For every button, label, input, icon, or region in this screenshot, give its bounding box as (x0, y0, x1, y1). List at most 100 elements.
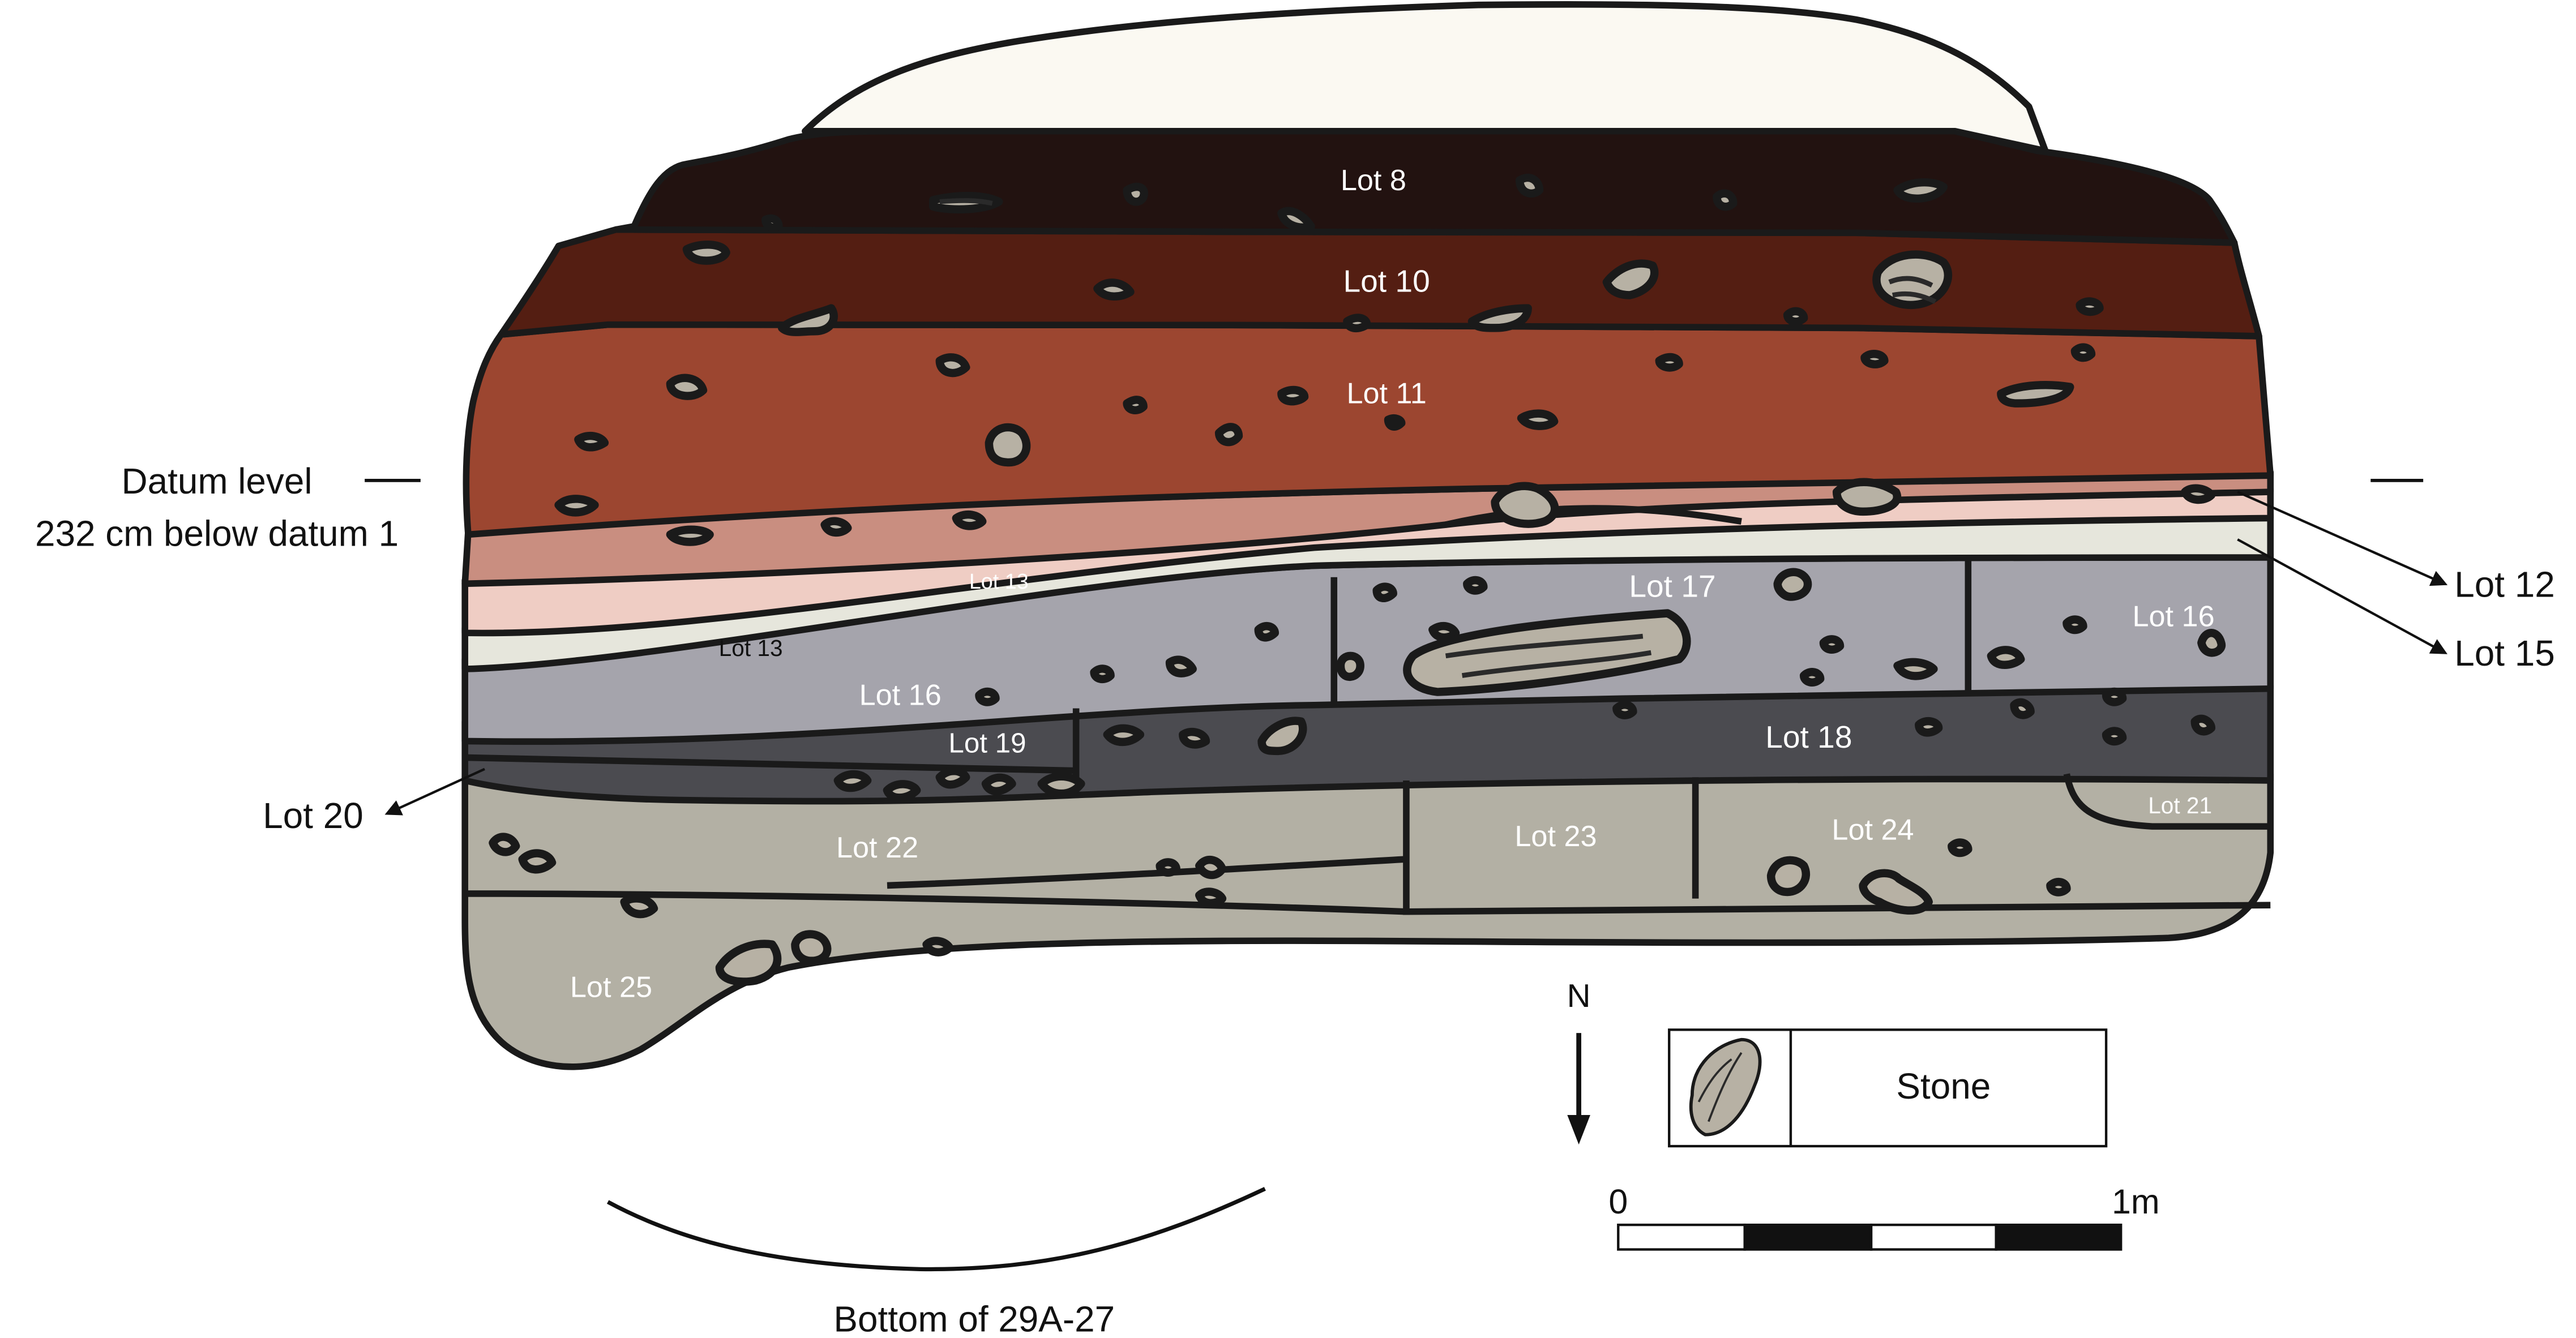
label-lot16-right: Lot 16 (2132, 601, 2214, 633)
divider-lot21 (2063, 773, 2271, 830)
scale-start-label: 0 (1608, 1182, 1628, 1221)
stone-icon (1123, 396, 1148, 414)
stone-icon (620, 894, 658, 919)
stone-icon (985, 423, 1031, 467)
stone-icon (1713, 189, 1738, 211)
label-lot18: Lot 18 (1765, 719, 1852, 754)
stone-icon (1123, 182, 1148, 206)
stone-icon (975, 687, 1000, 706)
label-lot22: Lot 22 (836, 831, 918, 864)
stone-crack (1888, 276, 1933, 288)
stone-icon (2102, 687, 2127, 706)
stone-icon (1915, 717, 1943, 737)
stone-icon (833, 770, 872, 792)
label-lot15: Lot 15 (2454, 633, 2554, 674)
layer-lot22-25 (461, 770, 2274, 1070)
stone-icon (952, 510, 987, 530)
stone-icon (1179, 727, 1210, 749)
stone-icon (1859, 869, 1933, 915)
stone-icon (1893, 658, 1938, 680)
stone-icon (935, 353, 970, 378)
stone-crack (1892, 291, 1937, 304)
stone-icon (883, 780, 921, 802)
stone-icon (518, 849, 557, 874)
stone-icon (1195, 856, 1227, 880)
stone-icon (1103, 724, 1145, 747)
stone-icon (1037, 772, 1085, 798)
legend-box: Stone (1668, 1028, 2108, 1148)
lot15-leader-arrow (2237, 538, 2447, 654)
legend-stone-label: Stone (1896, 1066, 1991, 1107)
stone-icon (1893, 178, 1948, 203)
label-lot8: Lot 8 (1341, 164, 1406, 197)
stone-icon (1165, 655, 1197, 677)
stone-icon (1343, 314, 1371, 333)
label-lot20: Lot 20 (263, 795, 363, 836)
stone-icon (574, 431, 609, 452)
stone-icon (1515, 173, 1544, 198)
stone-icon (791, 930, 832, 965)
stone-icon (1463, 576, 1488, 595)
datum-level-label: Datum level (122, 461, 313, 501)
stone-icon (1254, 621, 1280, 642)
stone-icon (1384, 414, 1406, 431)
stone-icon (2010, 698, 2035, 719)
layer-lot8 (613, 127, 2238, 246)
stone-crack (1461, 650, 1652, 678)
label-lot16-left: Lot 16 (859, 679, 942, 712)
stone-icon (1602, 259, 1659, 299)
label-lot24: Lot 24 (1832, 813, 1914, 846)
divider-lot22-inner (887, 856, 1407, 889)
stone-icon (777, 304, 838, 336)
stone-crack (939, 198, 993, 206)
stone-icon (2197, 629, 2226, 657)
stone-icon (1277, 207, 1315, 232)
divider-lot12-wedge (1445, 505, 1742, 528)
stone-icon (1257, 717, 1307, 756)
legend-stone-icon (1689, 1037, 1762, 1137)
stone-icon (715, 940, 782, 986)
stone-icon (1799, 668, 1825, 687)
label-lot12: Lot 12 (2454, 564, 2554, 605)
stone-icon (1491, 482, 1559, 528)
stone-icon (1860, 350, 1889, 368)
label-lot17: Lot 17 (1629, 569, 1715, 604)
stone-icon (2102, 727, 2127, 746)
stone-icon (666, 525, 714, 546)
stone-crack (1445, 633, 1644, 659)
label-lot11: Lot 11 (1346, 378, 1426, 410)
lot20-leader-arrow (384, 767, 485, 816)
stone-icon (1987, 646, 2025, 669)
datum-depth-label: 232 cm below datum 1 (35, 513, 399, 554)
stone-icon (1997, 381, 2074, 408)
stone-icon (1819, 635, 1845, 654)
stone-icon (682, 241, 730, 265)
stone-icon (1655, 353, 1683, 372)
stone-crack (1697, 1058, 1732, 1103)
bottom-outline-curve (606, 1187, 1266, 1272)
stone-icon (820, 517, 852, 537)
scale-bar: 0 1m (1608, 1182, 2160, 1251)
layer-top-cap (802, 1, 2049, 155)
label-lot13-lower: Lot 13 (719, 635, 783, 661)
stone-icon (489, 833, 520, 856)
stone-icon (666, 374, 708, 400)
stone-icon (2046, 877, 2071, 897)
stone-icon (2076, 297, 2104, 316)
stone-icon (554, 495, 599, 517)
stone-icon (922, 937, 954, 957)
stone-icon (1195, 887, 1227, 907)
stone-icon (1517, 409, 1559, 430)
label-lot25: Lot 25 (570, 971, 652, 1004)
label-lot13-upper: Lot 13 (969, 569, 1029, 593)
stone-icon (1372, 582, 1397, 602)
stone-icon (2190, 714, 2216, 736)
stone-icon (1773, 568, 1812, 601)
stone-icon (1766, 856, 1811, 897)
label-lot10: Lot 10 (1343, 264, 1430, 299)
stone-crack (1708, 1052, 1743, 1122)
stone-icon (935, 767, 970, 789)
stone-icon (1428, 621, 1460, 642)
divider-lot20-top (465, 754, 1076, 774)
